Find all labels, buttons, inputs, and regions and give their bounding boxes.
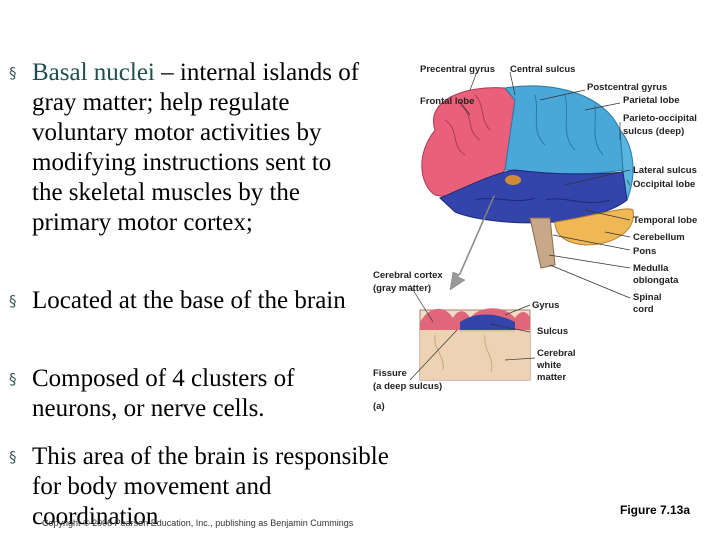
label-frontal-lobe: Frontal lobe	[420, 96, 474, 107]
label-cerebral: Cerebral	[537, 348, 576, 359]
label-sulcus-deep: sulcus (deep)	[623, 126, 684, 137]
bullet-marker-icon: §	[9, 64, 17, 82]
bullet-composition: § Composed of 4 clusters of neurons, or …	[8, 364, 362, 424]
label-medulla: Medulla	[633, 263, 669, 274]
label-oblongata: oblongata	[633, 275, 679, 286]
label-white: white	[536, 360, 561, 371]
bullet-location: § Located at the base of the brain	[8, 286, 362, 316]
label-central-sulcus: Central sulcus	[510, 64, 575, 75]
label-temporal-lobe: Temporal lobe	[633, 215, 697, 226]
brainstem-shape	[529, 217, 556, 269]
copyright-notice: Copyright © 2006 Pearson Education, Inc.…	[42, 518, 354, 528]
zoom-arrow-icon	[449, 194, 496, 291]
label-spinal: Spinal	[633, 292, 662, 303]
label-sulcus: Sulcus	[537, 326, 568, 337]
bullet-basal-nuclei: § Basal nuclei – internal islands of gra…	[8, 58, 360, 238]
label-postcentral-gyrus: Postcentral gyrus	[587, 82, 667, 93]
bullet-marker-icon: §	[9, 370, 17, 388]
label-panel-a: (a)	[373, 401, 385, 412]
figure-caption: Figure 7.13a	[620, 503, 691, 517]
label-deep-sulcus: (a deep sulcus)	[373, 381, 442, 392]
term-basal-nuclei: Basal nuclei	[32, 59, 155, 86]
label-occipital-lobe: Occipital lobe	[633, 179, 695, 190]
label-fissure: Fissure	[373, 368, 407, 379]
label-pons: Pons	[633, 246, 656, 257]
cerebellum-shape	[554, 208, 634, 246]
cortex-section	[419, 308, 531, 381]
label-parietal-lobe: Parietal lobe	[623, 95, 680, 106]
label-gray-matter: (gray matter)	[373, 283, 431, 294]
bullet-text: Composed of 4 clusters of neurons, or ne…	[32, 365, 295, 422]
label-cerebral-cortex: Cerebral cortex	[373, 270, 443, 281]
label-parieto-occipital: Parieto-occipital	[623, 113, 697, 124]
bullet-text: – internal islands of gray matter; help …	[32, 59, 360, 236]
basal-nucleus-spot	[505, 175, 521, 185]
brain-figure: Precentral gyrus Central sulcus Frontal …	[373, 64, 697, 412]
temporal-lobe-shape	[439, 169, 628, 224]
label-cerebellum: Cerebellum	[633, 232, 685, 243]
bullet-list: § Basal nuclei – internal islands of gra…	[8, 58, 389, 530]
bullet-text: This area of the brain is responsible fo…	[32, 443, 389, 530]
label-cord: cord	[633, 304, 654, 315]
bullet-marker-icon: §	[9, 292, 17, 310]
brain-illustration	[421, 85, 634, 269]
label-lateral-sulcus: Lateral sulcus	[633, 165, 697, 176]
bullet-marker-icon: §	[9, 448, 17, 466]
label-gyrus: Gyrus	[532, 300, 559, 311]
bullet-function: § This area of the brain is responsible …	[8, 442, 392, 532]
bullet-text: Located at the base of the brain	[32, 287, 346, 314]
label-precentral-gyrus: Precentral gyrus	[420, 64, 495, 75]
leader-lines	[409, 71, 631, 381]
parietal-lobe-shape	[504, 85, 624, 175]
label-matter: matter	[537, 372, 566, 383]
